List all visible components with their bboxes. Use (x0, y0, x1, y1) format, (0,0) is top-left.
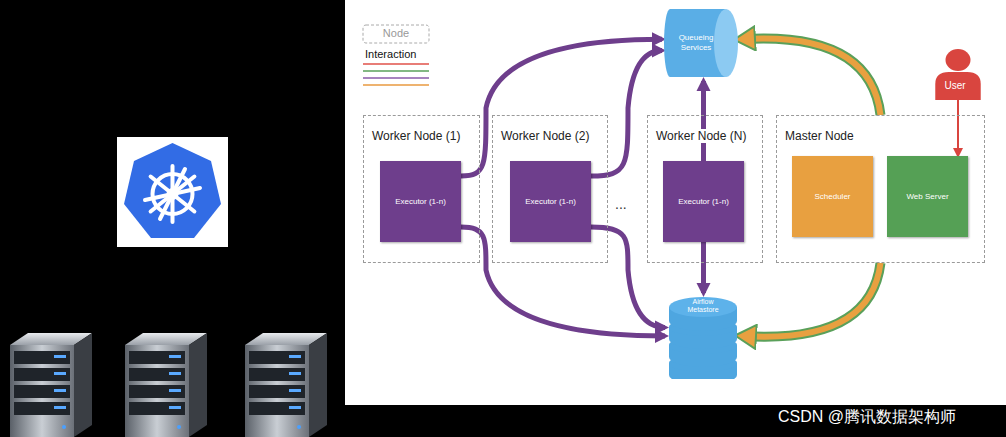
node-label: Queueing Services (671, 33, 721, 53)
node-label: Scheduler (814, 192, 850, 202)
user-icon: User (933, 48, 983, 100)
connector-outline (743, 263, 881, 337)
node-label: Executor (1-n) (525, 197, 576, 207)
executor-box: Executor (1-n) (380, 161, 461, 242)
legend-line (363, 63, 429, 65)
watermark: CSDN @腾讯数据架构师 (778, 407, 956, 428)
legend-label: Node (366, 27, 426, 39)
server-icon (125, 333, 207, 437)
legend-line (363, 84, 429, 86)
node-label: Executor (1-n) (395, 197, 446, 207)
worker-node: Worker Node (1) Executor (1-n) (363, 115, 480, 263)
connector (591, 227, 665, 327)
user-icon-outline (933, 48, 983, 100)
connector (958, 100, 959, 156)
connector (703, 81, 704, 161)
connector-line (957, 100, 959, 156)
executor-box: Executor (1-n) (510, 161, 591, 242)
connector-line (591, 51, 662, 176)
database-disc-top (669, 297, 737, 317)
node-label: Worker Node (1) (370, 129, 462, 143)
connector-line (743, 263, 881, 337)
worker-node: Worker Node (2) Executor (1-n) (492, 115, 608, 263)
legend-line (363, 70, 429, 72)
connector (742, 39, 881, 115)
connector (591, 51, 662, 176)
connector-line (591, 227, 665, 327)
node-label: Airflow Metastore (679, 298, 727, 314)
kubernetes-logo (117, 137, 228, 247)
scheduler-box: Scheduler (792, 156, 873, 237)
legend-line (363, 77, 429, 79)
metastore-database-outline (665, 293, 741, 379)
node-label: Web Server (906, 192, 948, 202)
connector-line (701, 242, 706, 293)
ellipsis-label: ... (615, 196, 627, 212)
connector-line (742, 39, 881, 115)
legend-label: Interaction (365, 48, 416, 60)
user-head (946, 49, 971, 71)
queue-cylinder: Queueing Services (662, 5, 740, 81)
metastore-database: Airflow Metastore (665, 293, 741, 379)
node-label: Worker Node (2) (499, 129, 591, 143)
server-icon (245, 333, 327, 437)
node-label: Executor (1-n) (678, 197, 729, 207)
node-label: Master Node (783, 129, 856, 143)
worker-node: Worker Node (N) Executor (1-n) (647, 115, 763, 263)
connector (743, 263, 881, 337)
legend-node-sample (363, 25, 429, 43)
server-icon (10, 333, 92, 437)
executor-box: Executor (1-n) (663, 161, 744, 242)
node-label: User (933, 80, 977, 91)
cylinder-end (714, 9, 738, 77)
master-node: Master NodeScheduler Web Server (776, 115, 985, 263)
connector-outline (742, 39, 881, 115)
connector-line (701, 81, 706, 161)
connector (703, 242, 704, 293)
node-label: Worker Node (N) (654, 129, 748, 143)
webserver-box: Web Server (887, 156, 968, 237)
